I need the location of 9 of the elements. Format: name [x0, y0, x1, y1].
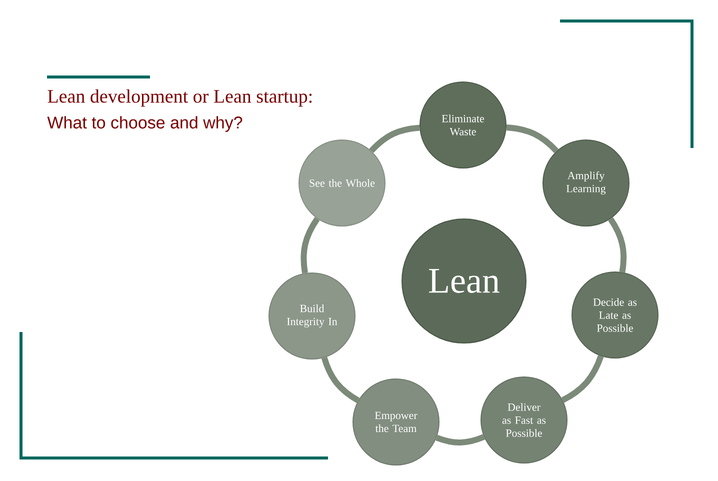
ring-segment: [561, 355, 604, 403]
ring-segment: [436, 434, 486, 446]
ring-segment: [369, 124, 420, 153]
ring-segment: [300, 217, 320, 274]
title: Lean development or Lean startup:: [48, 89, 312, 107]
ring-segment: [506, 124, 559, 154]
ring-segment: [321, 356, 360, 404]
subtitle: What to choose and why?: [47, 116, 242, 132]
ring-segment: [608, 217, 627, 273]
